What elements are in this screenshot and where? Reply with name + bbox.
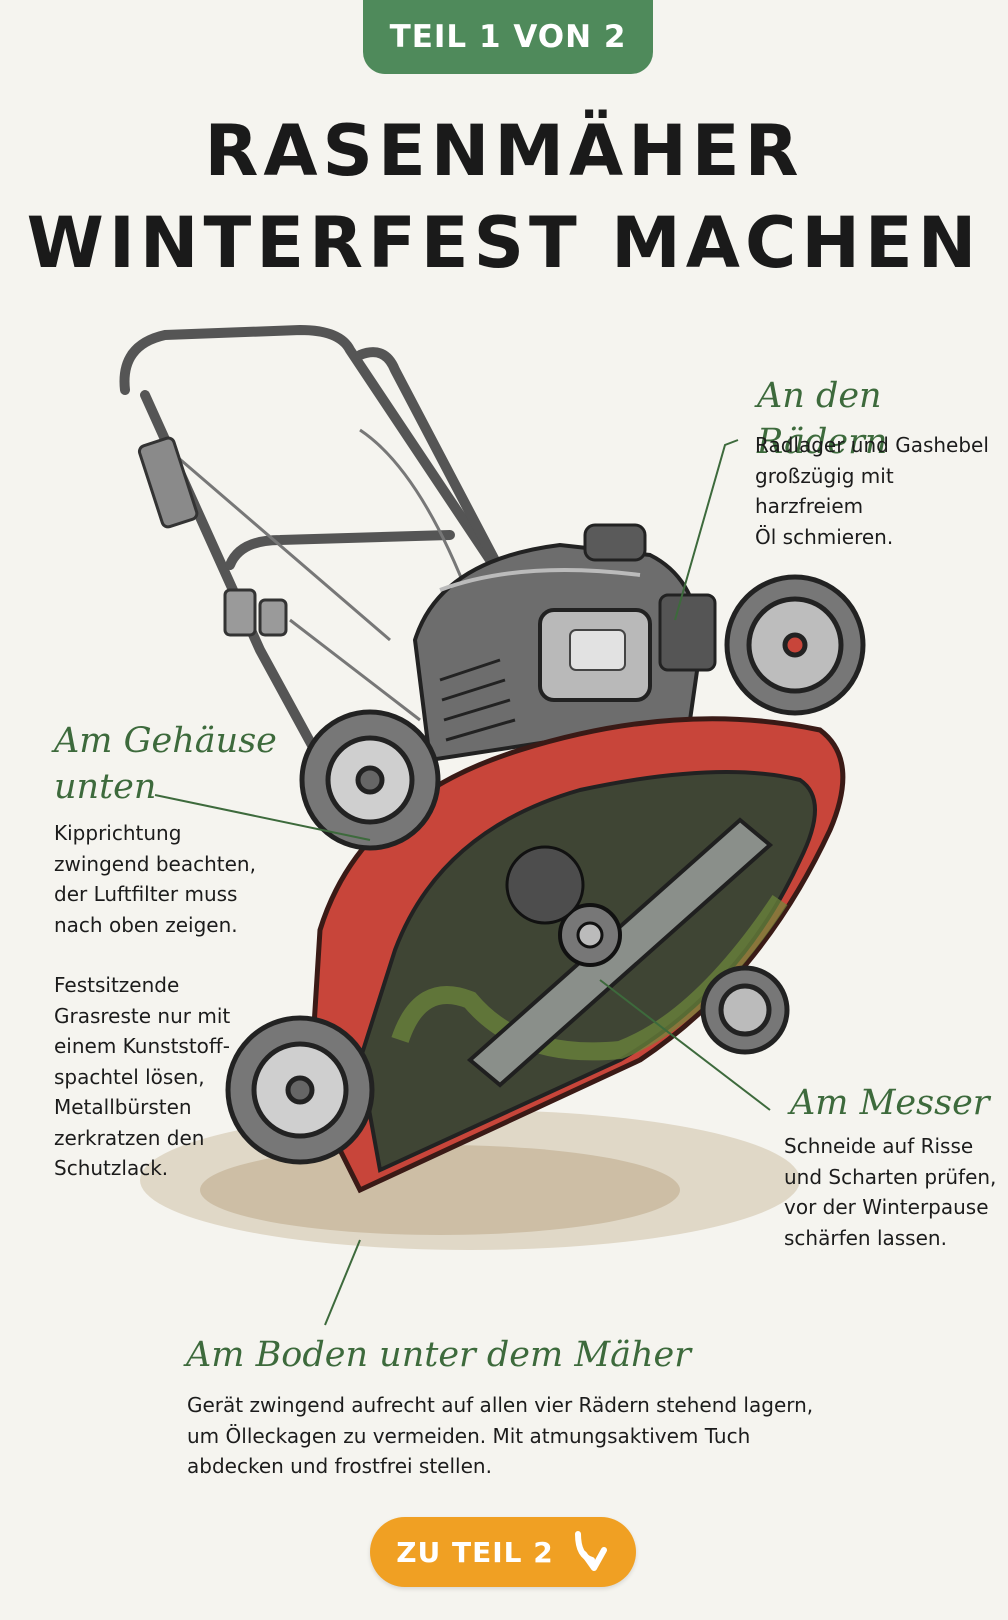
text-line: abdecken und frostfrei stellen. bbox=[187, 1454, 492, 1478]
text-line: und Scharten prüfen, bbox=[784, 1164, 997, 1189]
text-line: einem Kunststoff- bbox=[54, 1034, 230, 1058]
callout-housing-text-2: Festsitzende Grasreste nur mit einem Kun… bbox=[54, 970, 230, 1184]
arrow-down-right-icon bbox=[570, 1530, 610, 1574]
title-line-2: WINTERFEST MACHEN bbox=[26, 202, 982, 284]
callout-blade-heading: Am Messer bbox=[790, 1083, 990, 1123]
callout-wheels-text: Radlager und Gashebel großzügig mit harz… bbox=[755, 430, 1008, 552]
text-line: nach oben zeigen. bbox=[54, 912, 238, 937]
part-badge-label: TEIL 1 VON 2 bbox=[389, 19, 627, 55]
text-line: zerkratzen den bbox=[54, 1125, 205, 1150]
text-line: Schneide auf Risse bbox=[784, 1134, 974, 1158]
heading-line: Am Gehäuse bbox=[54, 721, 277, 761]
text-line: um Ölleckagen zu vermeiden. Mit atmungsa… bbox=[187, 1423, 751, 1448]
text-line: spachtel lösen, bbox=[54, 1064, 205, 1089]
title-line-1: RASENMÄHER bbox=[204, 110, 804, 192]
text-line: der Luftfilter muss bbox=[54, 882, 238, 906]
text-line: Kipprichtung bbox=[54, 821, 182, 845]
callout-blade-text: Schneide auf Risse und Scharten prüfen, … bbox=[784, 1131, 996, 1253]
heading-line: unten bbox=[54, 767, 157, 807]
text-line: Öl schmieren. bbox=[755, 524, 894, 549]
text-line: schärfen lassen. bbox=[784, 1225, 947, 1250]
part-badge: TEIL 1 VON 2 bbox=[363, 0, 653, 74]
callout-ground-text: Gerät zwingend aufrecht auf allen vier R… bbox=[187, 1390, 813, 1482]
callout-ground-heading: Am Boden unter dem Mäher bbox=[186, 1335, 692, 1375]
callout-wheels-heading: An den Rädern bbox=[757, 376, 888, 462]
next-part-label: ZU TEIL 2 bbox=[396, 1535, 554, 1569]
callout-housing-text: Kipprichtung zwingend beachten, der Luft… bbox=[54, 818, 256, 940]
text-line: Festsitzende bbox=[54, 973, 180, 997]
next-part-button[interactable]: ZU TEIL 2 bbox=[370, 1517, 636, 1587]
text-line: Radlager und Gashebel bbox=[755, 433, 989, 457]
text-line: Metallbürsten bbox=[54, 1095, 192, 1119]
callout-housing-heading: Am Gehäuse unten bbox=[54, 718, 277, 810]
text-line: vor der Winterpause bbox=[784, 1195, 989, 1219]
text-line: Gerät zwingend aufrecht auf allen vier R… bbox=[187, 1393, 814, 1417]
text-line: Grasreste nur mit bbox=[54, 1003, 231, 1028]
text-line: zwingend beachten, bbox=[54, 851, 256, 876]
text-line: großzügig mit harzfreiem bbox=[755, 463, 894, 519]
page-title: RASENMÄHER WINTERFEST MACHEN bbox=[0, 105, 1008, 289]
text-line: Schutzlack. bbox=[54, 1156, 169, 1180]
